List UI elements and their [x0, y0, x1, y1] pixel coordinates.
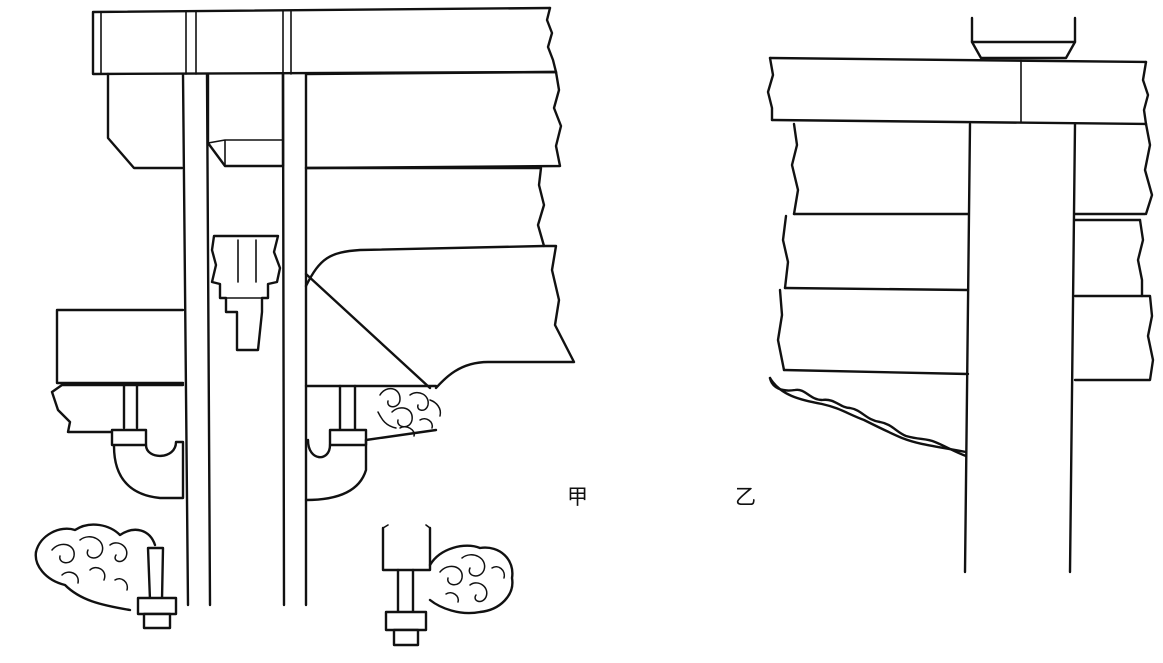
- upper-left-bracket: [106, 72, 184, 170]
- top-beam-yi: [766, 56, 1150, 126]
- top-beam: [91, 6, 558, 76]
- right-lower-bracket: [304, 384, 438, 502]
- center-step-block: [206, 72, 285, 168]
- assembly-jia: [34, 6, 576, 647]
- label-yi: 乙: [735, 485, 756, 509]
- cloud-block-right: [381, 524, 514, 647]
- left-stacked-beams: [768, 122, 970, 458]
- right-beams: [304, 70, 576, 390]
- posts-yi: [963, 122, 1077, 574]
- top-cap: [970, 16, 1077, 60]
- left-cross-beam: [50, 308, 185, 500]
- main-posts: [181, 72, 308, 607]
- label-jia: 甲: [567, 485, 588, 509]
- right-stacked-beams: [1073, 122, 1155, 382]
- assembly-yi: [766, 16, 1155, 574]
- cloud-block-left: [34, 523, 178, 630]
- center-tenon: [210, 234, 282, 352]
- cloud-scroll-upper: [377, 387, 442, 437]
